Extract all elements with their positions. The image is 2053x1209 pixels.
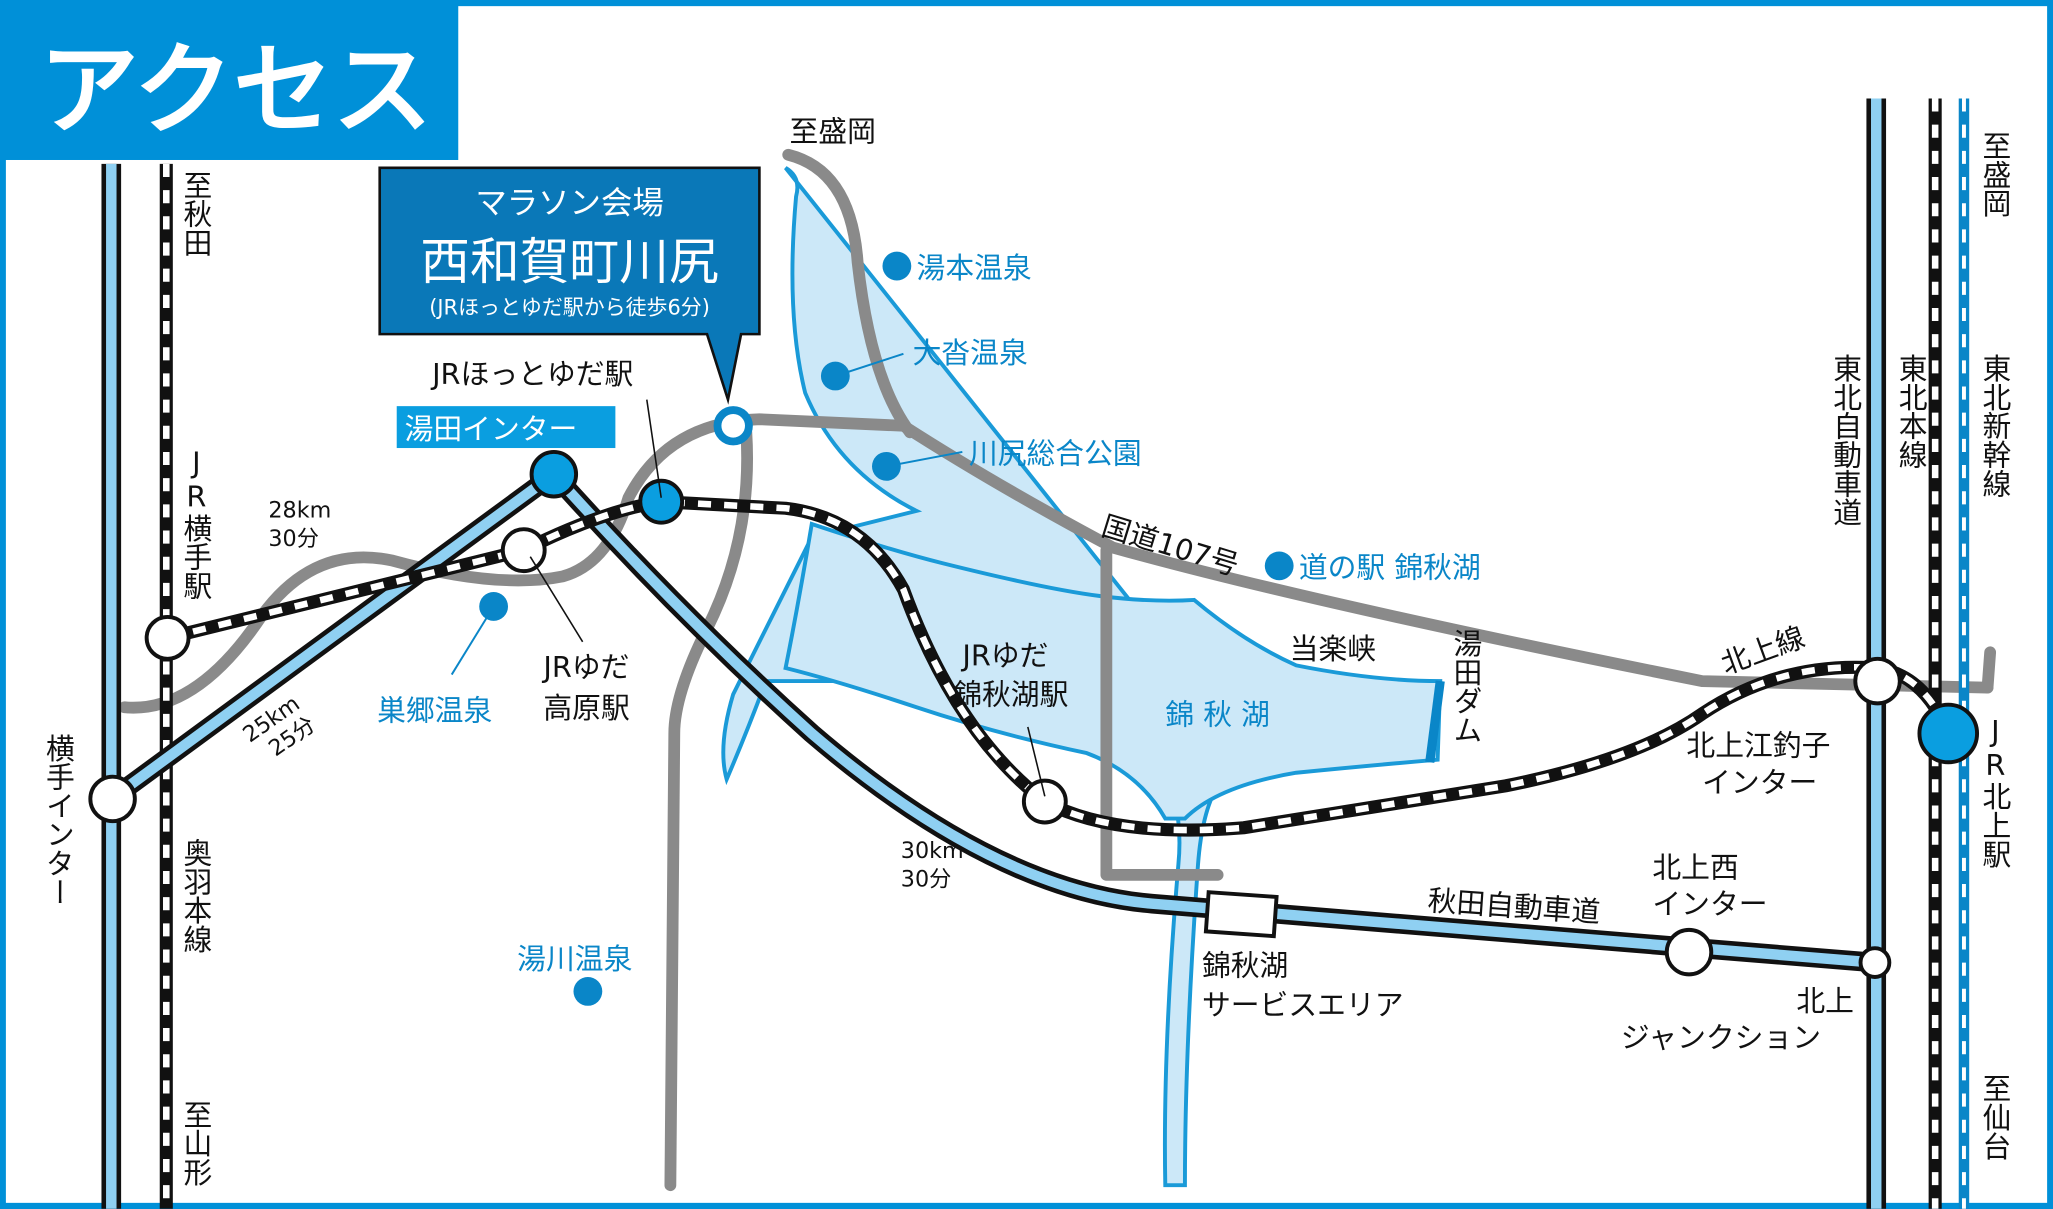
dist-1-km: 28km bbox=[268, 497, 331, 523]
venue-marker[interactable] bbox=[713, 406, 753, 446]
dist-3-km: 30km bbox=[901, 838, 964, 864]
label-shinkansen: 東北新幹線 bbox=[1978, 354, 2012, 498]
page-title: アクセス bbox=[39, 34, 432, 149]
label-kitakami-nishi-1: 北上西 bbox=[1652, 850, 1738, 884]
yokote-ic-marker[interactable] bbox=[88, 774, 137, 824]
label-yokote-ic: 横手インター bbox=[42, 733, 76, 906]
label-kawajiri-park: 川尻総合公園 bbox=[969, 437, 1142, 471]
label-lake: 錦 秋 湖 bbox=[1165, 697, 1270, 731]
oshikake-onsen-dot bbox=[820, 361, 850, 391]
label-etsuriko-1: 北上江釣子 bbox=[1686, 729, 1830, 763]
label-kitakami-station: JR北上駅 bbox=[1978, 714, 2012, 868]
road-lake bbox=[1100, 544, 1224, 881]
label-sa-1: 錦秋湖 bbox=[1202, 949, 1288, 983]
yumoto-onsen-dot bbox=[882, 251, 912, 281]
hottoyuda-station-marker[interactable] bbox=[638, 478, 685, 525]
label-to-morioka-top: 至盛岡 bbox=[790, 115, 876, 149]
label-yokote-station: JR横手駅 bbox=[179, 445, 213, 599]
etsuriko-ic-marker[interactable] bbox=[1853, 656, 1902, 706]
yokote-station-marker[interactable] bbox=[144, 614, 191, 661]
label-to-sendai: 至仙台 bbox=[1978, 1074, 2012, 1160]
yuda-kinshuko-station-marker[interactable] bbox=[1021, 778, 1068, 825]
yuda-ic-label-bg bbox=[396, 406, 616, 449]
label-tohoku-exp: 東北自動車道 bbox=[1829, 354, 1863, 527]
label-sugo: 巣郷温泉 bbox=[377, 693, 492, 727]
sugo-onsen-dot bbox=[479, 592, 509, 621]
kinshuko-sa-marker[interactable] bbox=[1203, 890, 1279, 939]
kawajiri-park-dot bbox=[872, 451, 901, 481]
label-yumoto: 湯本温泉 bbox=[917, 251, 1032, 285]
lake-kinshuko bbox=[783, 521, 1443, 821]
michinoeki-dot bbox=[1264, 551, 1294, 581]
label-yuda-kogen-2: 高原駅 bbox=[543, 691, 629, 725]
road-south bbox=[664, 426, 754, 1192]
road-to-morioka bbox=[782, 148, 916, 439]
kitakami-jct-marker[interactable] bbox=[1858, 946, 1892, 979]
kitakami-station-marker[interactable] bbox=[1917, 702, 1980, 765]
label-to-morioka-right: 至盛岡 bbox=[1978, 131, 2012, 217]
road-kitakami bbox=[1981, 646, 1997, 694]
label-to-yamagata: 至山形 bbox=[179, 1100, 213, 1186]
label-oshikake: 大沓温泉 bbox=[913, 336, 1028, 370]
yuda-ic-marker[interactable] bbox=[529, 450, 579, 499]
dist-3-min: 30分 bbox=[901, 867, 952, 893]
label-yuda-kinshuko-2: 錦秋湖駅 bbox=[953, 678, 1068, 712]
label-etsuriko-2: インター bbox=[1702, 765, 1817, 799]
label-ou-line: 奥羽本線 bbox=[179, 838, 213, 953]
label-yuda-kogen-1: JRゆだ bbox=[541, 650, 629, 684]
label-jct-2: ジャンクション bbox=[1621, 1021, 1821, 1055]
label-michinoeki: 道の駅 錦秋湖 bbox=[1299, 551, 1481, 585]
label-yukawa: 湯川温泉 bbox=[517, 942, 632, 976]
label-yuda-ic: 湯田インター bbox=[405, 412, 578, 446]
yukawa-onsen-dot bbox=[573, 976, 603, 1006]
yuda-kogen-station-marker[interactable] bbox=[500, 527, 547, 574]
label-kitakami-nishi-2: インター bbox=[1652, 887, 1767, 921]
dist-1-min: 30分 bbox=[268, 526, 319, 552]
venue-name: 西和賀町川尻 bbox=[420, 233, 719, 291]
label-hottoyuda: JRほっとゆだ駅 bbox=[430, 357, 633, 391]
yuda-dam bbox=[1425, 680, 1445, 763]
venue-callout[interactable]: マラソン会場 西和賀町川尻 (JRほっとゆだ駅から徒歩6分) bbox=[378, 166, 761, 405]
label-yuda-kinshuko-1: JRゆだ bbox=[960, 638, 1048, 672]
kitakami-nishi-ic-marker[interactable] bbox=[1664, 927, 1714, 977]
route-107 bbox=[118, 413, 1994, 714]
label-to-akita: 至秋田 bbox=[179, 170, 213, 256]
callout-label: マラソン会場 bbox=[475, 186, 663, 222]
venue-note: (JRほっとゆだ駅から徒歩6分) bbox=[429, 295, 710, 319]
header-box bbox=[0, 0, 459, 160]
label-tohoku-main: 東北本線 bbox=[1895, 354, 1929, 469]
label-jct-1: 北上 bbox=[1796, 984, 1854, 1018]
label-dam: 湯田ダム bbox=[1449, 629, 1483, 744]
label-sa-2: サービスエリア bbox=[1202, 988, 1404, 1022]
label-torakyo: 当楽峡 bbox=[1290, 632, 1376, 666]
